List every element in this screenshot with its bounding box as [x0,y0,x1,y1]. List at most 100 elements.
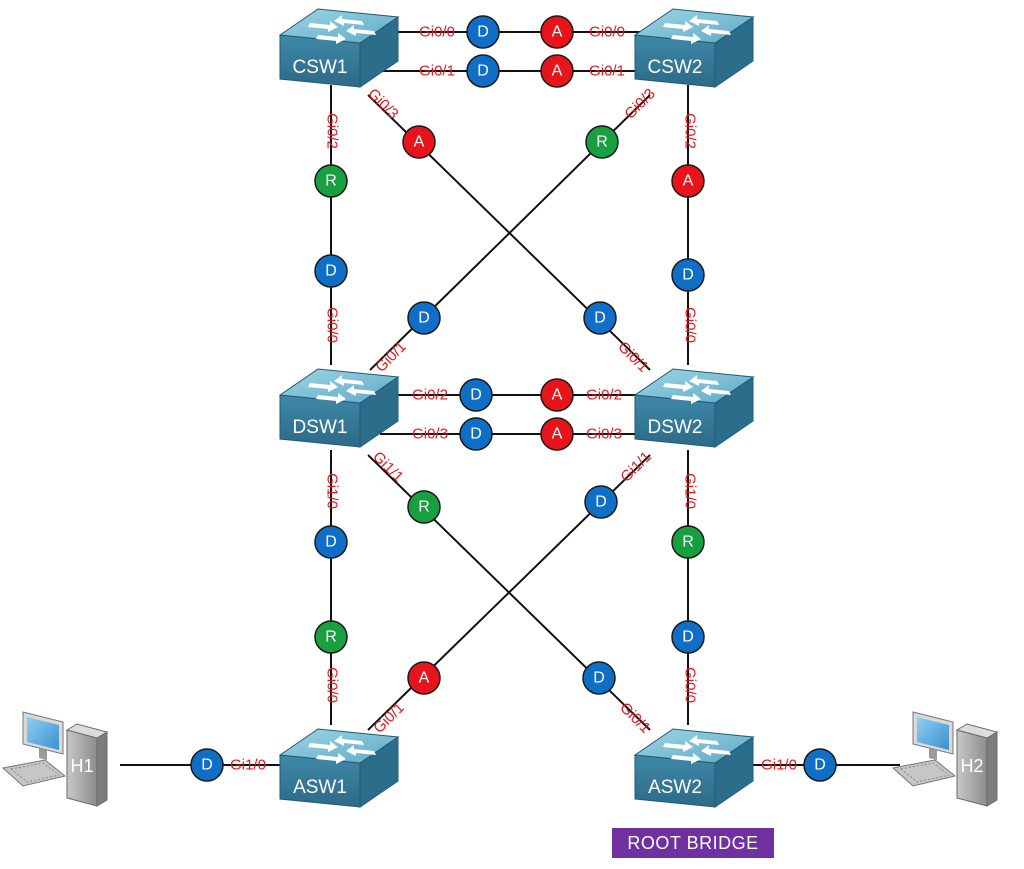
port-role-letter: R [418,499,430,516]
port-role-circle [407,490,441,524]
port-label: Gi0/0 [324,667,341,703]
port-asw2-gi00[interactable]: Gi0/0D [671,620,705,703]
switch-csw1[interactable]: CSW1 [278,8,400,88]
port-role-letter: D [593,670,605,687]
port-role-letter: R [325,173,337,190]
port-role-circle [407,301,441,335]
port-label: Gi0/0 [419,24,455,41]
desktop-computer-icon [1,711,109,807]
port-role-letter: A [552,387,563,404]
switch-name-csw2: CSW2 [648,57,703,78]
root-bridge-badge-bg [612,828,774,858]
port-label: Gi0/1 [614,338,651,375]
port-role-letter: R [325,629,337,646]
switch-csw2[interactable]: CSW2 [633,8,755,88]
port-role-letter: A [414,134,425,151]
port-role-circle [402,125,436,159]
port-role-circle [583,301,617,335]
port-dsw2-gi02[interactable]: Gi0/2A [540,378,622,412]
port-label: Gi1/1 [369,448,406,485]
port-label: Gi0/3 [586,426,622,443]
port-role-letter: A [552,63,563,80]
port-label: Gi0/3 [621,85,658,122]
port-dsw2-gi10[interactable]: Gi1/0R [671,473,705,559]
port-label: Gi0/1 [589,63,625,80]
switch-arrows-icon [308,735,376,764]
port-csw2-gi02[interactable]: Gi0/2A [671,113,705,198]
switch-arrows-icon [663,375,731,404]
switch-asw2[interactable]: ASW2 [633,728,755,808]
switch-name-dsw2: DSW2 [648,417,703,438]
port-label: Gi0/0 [589,24,625,41]
port-asw2-gi10[interactable]: Gi1/0 D [761,748,837,782]
port-label: Gi0/0 [682,307,699,343]
port-role-circle [803,748,837,782]
port-dsw2-gi03[interactable]: Gi0/3 A [540,417,622,451]
switch-arrows-icon [663,735,731,764]
port-role-circle [190,748,224,782]
port-role-circle [459,378,493,412]
port-role-letter: D [418,310,430,327]
links-layer [120,31,900,766]
port-role-circle [671,525,705,559]
port-dsw1-gi01[interactable]: Gi0/1D [372,301,441,376]
port-role-letter: D [682,629,694,646]
port-dsw1-gi10[interactable]: Gi1/0D [314,473,348,559]
port-csw1-gi02[interactable]: Gi0/2R [314,113,348,198]
port-role-circle [582,661,616,695]
switch-dsw1[interactable]: DSW1 [278,368,400,448]
port-csw2-gi00[interactable]: Gi0/0A [540,15,625,49]
switch-name-asw2: ASW2 [648,777,702,798]
port-label: Gi1/1 [617,448,654,485]
port-role-circle [671,164,705,198]
root-bridge-badge: ROOT BRIDGE [612,828,774,858]
port-role-circle [584,485,618,519]
port-role-letter: A [683,173,694,190]
port-role-circle [407,661,441,695]
switch-arrows-icon [663,15,731,44]
port-role-letter: D [682,267,694,284]
root-bridge-label: ROOT BRIDGE [627,833,758,853]
switch-asw1[interactable]: ASW1 [278,728,400,808]
port-role-circle [671,258,705,292]
switch-name-csw1: CSW1 [293,57,348,78]
port-label: Gi1/0 [682,473,699,509]
port-role-letter: D [325,263,337,280]
switch-name-dsw1: DSW1 [293,417,348,438]
port-role-circle [466,54,500,88]
port-role-circle [671,620,705,654]
desktop-computer-icon [891,711,999,807]
port-asw1-gi00[interactable]: Gi0/0 R [314,620,348,703]
port-label: Gi1/0 [761,757,797,774]
port-label: Gi0/1 [370,699,407,736]
port-role-circle [314,620,348,654]
port-label: Gi0/2 [682,113,699,149]
host-name-h2: H2 [960,756,983,776]
port-dsw2-gi00[interactable]: Gi0/0 D [671,258,705,343]
host-h1[interactable]: H1 [1,711,109,807]
port-role-letter: R [682,534,694,551]
port-asw1-gi01[interactable]: Gi0/1A [370,661,441,737]
port-role-letter: A [552,426,563,443]
port-label: Gi1/0 [324,473,341,509]
port-label: Gi1/0 [230,757,266,774]
host-h2[interactable]: H2 [891,711,999,807]
switch-arrows-icon [308,375,376,404]
port-dsw1-gi11[interactable]: Gi1/1R [369,448,441,524]
port-csw1-gi03[interactable]: Gi0/3A [364,85,436,159]
port-role-letter: D [325,534,337,551]
port-role-letter: D [814,757,826,774]
switch-dsw2[interactable]: DSW2 [633,368,755,448]
port-role-letter: D [470,426,482,443]
port-csw2-gi01[interactable]: Gi0/1 A [540,54,625,88]
port-role-circle [314,254,348,288]
port-dsw1-gi00[interactable]: Gi0/0D [314,254,348,343]
port-asw1-gi10[interactable]: Gi1/0D [190,748,266,782]
